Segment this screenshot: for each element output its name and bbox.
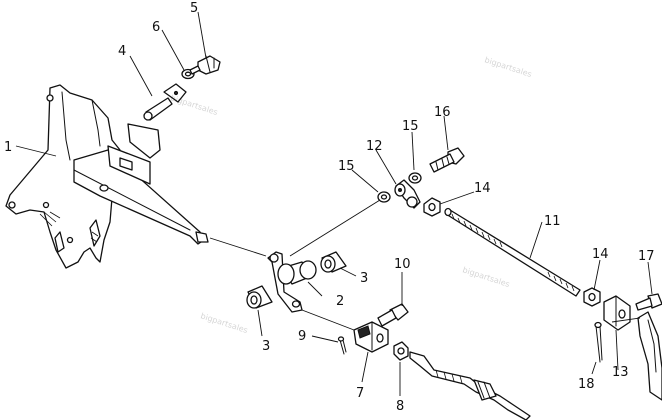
callout-8: 8 [396, 399, 404, 414]
yoke-part [603, 295, 631, 331]
callout-15-left: 15 [338, 159, 355, 174]
nut-14-upper-part [423, 197, 441, 217]
callout-15-upper: 15 [402, 119, 419, 134]
threaded-rod-part [444, 207, 581, 297]
pin-part [143, 83, 187, 121]
nut-8-part [393, 341, 409, 361]
washer-15-left-part [377, 191, 391, 203]
control-cable-part [409, 351, 531, 420]
svg-text:bigpartsales: bigpartsales [483, 55, 533, 79]
callout-16: 16 [434, 105, 451, 120]
bushing-lower-part [246, 285, 273, 309]
clevis-12-part [394, 179, 421, 209]
bolt-10-part [377, 303, 409, 327]
bolt-16-part [429, 147, 465, 173]
callout-13: 13 [612, 365, 629, 380]
callout-1: 1 [4, 140, 12, 155]
cotter-pin-18-part [594, 321, 603, 363]
lever-part [267, 251, 317, 313]
svg-text:bigpartsales: bigpartsales [169, 93, 219, 117]
callout-labels: 1 2 3 3 4 5 6 7 8 9 10 11 12 13 14 14 15… [4, 1, 655, 414]
callout-14-upper: 14 [474, 181, 491, 196]
callout-9: 9 [298, 329, 306, 344]
callout-5: 5 [190, 1, 198, 16]
bolt-5-part [189, 55, 221, 75]
callout-17: 17 [638, 249, 655, 264]
lever-linkage-part [637, 311, 662, 401]
bracket-plate-part [5, 84, 121, 269]
callout-14-lower: 14 [592, 247, 609, 262]
callout-11: 11 [544, 214, 561, 229]
callout-18: 18 [578, 377, 595, 392]
washer-15-upper-part [408, 172, 422, 184]
callout-3-upper: 3 [360, 271, 368, 286]
bushing-upper-part [320, 251, 347, 273]
callout-12: 12 [366, 139, 383, 154]
callout-7: 7 [356, 386, 364, 401]
callout-2: 2 [336, 294, 344, 309]
bracket-arm-part [73, 123, 209, 245]
svg-text:bigpartsales: bigpartsales [461, 265, 511, 289]
cable-end-part [353, 321, 389, 353]
alignment-lines [209, 199, 641, 331]
nut-14-lower-part [583, 287, 601, 307]
callout-3-lower: 3 [262, 339, 270, 354]
bolt-17-part [635, 293, 662, 311]
cotter-pin-9-part [337, 336, 347, 355]
callout-4: 4 [118, 44, 126, 59]
svg-text:bigpartsales: bigpartsales [199, 311, 249, 335]
callout-10: 10 [394, 257, 411, 272]
callout-6: 6 [152, 20, 160, 35]
leader-lines [15, 11, 653, 396]
